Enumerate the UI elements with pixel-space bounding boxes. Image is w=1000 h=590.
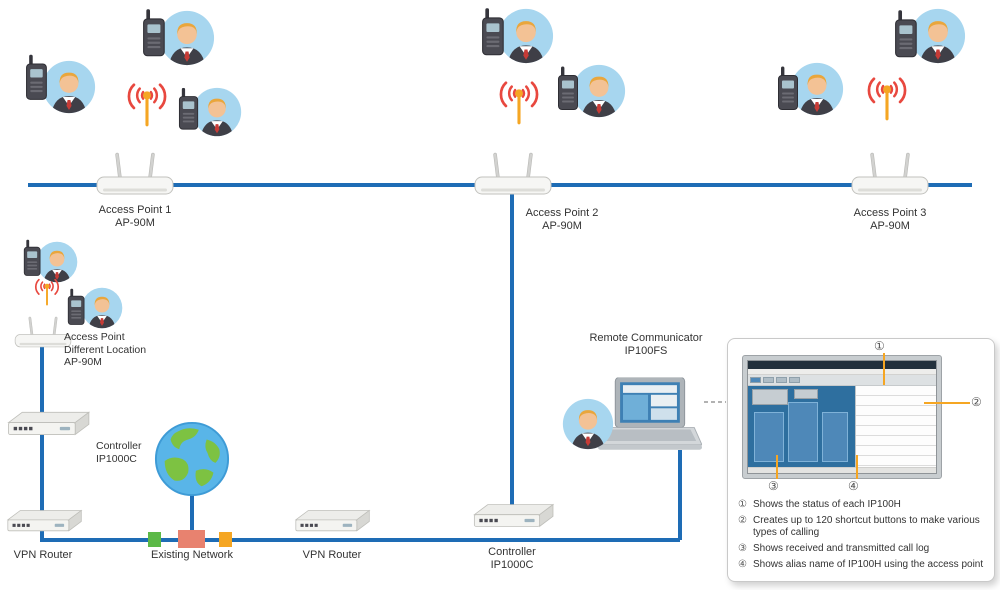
toolbar-chip [763, 377, 774, 383]
vpn-router-left-device-icon [0, 506, 86, 540]
toolbar-chip [776, 377, 787, 383]
vpn-router-mid-device-icon [288, 506, 374, 540]
node-model: IP100FS [624, 345, 668, 357]
callout-1-line [883, 353, 885, 385]
callout-4-line [856, 455, 858, 479]
node-name: Controller [96, 440, 142, 452]
wireless-signal-icon [29, 277, 65, 310]
handheld-radio-icon [142, 9, 168, 57]
person-avatar-icon [42, 60, 96, 114]
callout-2-line [924, 402, 970, 404]
legend-num: ④ [738, 559, 747, 570]
screenshot-log-area [855, 386, 936, 467]
node-name: Access Point 1 [98, 204, 172, 216]
controller-bottom-label: Controller IP1000C [469, 546, 555, 572]
screenshot-blue-box [754, 412, 784, 462]
node-name: Access Point [64, 331, 125, 343]
existing-network-green-port [148, 532, 161, 547]
node-model: IP1000C [490, 559, 534, 571]
callout-3-line [776, 455, 778, 479]
ip100fs-info-panel: ① ② ③ ④ ① Shows the status of each IP100… [727, 338, 995, 582]
wireless-signal-icon [118, 80, 176, 134]
legend-text: Shows received and transmitted call log [753, 543, 930, 554]
internet-globe-icon [153, 420, 231, 498]
callout-3: ③ [768, 479, 779, 493]
screenshot-status-area [748, 386, 856, 467]
person-avatar-icon [81, 287, 123, 329]
access-point-2-device-icon [468, 152, 558, 198]
access-point-remote-label: Access Point Different Location AP-90M [64, 331, 164, 369]
legend-num: ③ [738, 543, 747, 554]
toolbar-chip [789, 377, 800, 383]
controller-left-device-icon [0, 408, 94, 444]
node-name: VPN Router [302, 549, 362, 561]
software-screenshot [742, 355, 942, 479]
callout-4: ④ [848, 479, 859, 493]
legend-item: ③ Shows received and transmitted call lo… [738, 543, 990, 555]
legend-item: ① Shows the status of each IP100H [738, 499, 990, 511]
screenshot-screen [747, 360, 937, 474]
handheld-radio-icon [481, 8, 507, 56]
node-name: Access Point 2 [525, 207, 599, 219]
node-model: AP-90M [870, 220, 910, 232]
vpn-router-left-label: VPN Router [0, 549, 86, 562]
legend-text: Creates up to 120 shortcut buttons to ma… [753, 515, 980, 538]
existing-network-salmon-port [178, 530, 205, 548]
node-name: Access Point 3 [853, 207, 927, 219]
node-name: Remote Communicator [589, 332, 703, 344]
existing-network-label: Existing Network [134, 549, 250, 562]
handheld-radio-icon [894, 10, 920, 58]
access-point-3-device-icon [845, 152, 935, 198]
handheld-radio-icon [178, 87, 201, 131]
screenshot-menubar [748, 369, 936, 375]
screenshot-gray-box [794, 389, 818, 399]
access-point-1-device-icon [90, 152, 180, 198]
handheld-radio-icon [23, 239, 43, 277]
node-model: AP-90M [64, 356, 102, 368]
access-point-1-label: Access Point 1 AP-90M [73, 204, 197, 230]
screenshot-statusbar [748, 467, 936, 473]
remote-communicator-label: Remote Communicator IP100FS [578, 332, 714, 358]
legend-num: ① [738, 499, 747, 510]
existing-network-orange-port [219, 532, 232, 547]
screenshot-body [748, 386, 936, 467]
screenshot-blue-box [822, 412, 848, 462]
toolbar-chip [750, 377, 761, 383]
legend-num: ② [738, 515, 747, 526]
screenshot-blue-box [788, 402, 818, 462]
node-name: Controller [488, 546, 536, 558]
access-point-3-label: Access Point 3 AP-90M [828, 207, 952, 233]
controller-left-label: Controller IP1000C [96, 440, 166, 465]
person-avatar-icon [562, 398, 614, 450]
legend-text: Shows the status of each IP100H [753, 499, 901, 510]
handheld-radio-icon [25, 54, 50, 101]
legend-item: ④ Shows alias name of IP100H using the a… [738, 559, 990, 571]
node-name: VPN Router [13, 549, 73, 561]
node-model: IP1000C [96, 452, 137, 465]
wireless-signal-icon [490, 78, 548, 132]
screenshot-titlebar [748, 361, 936, 369]
access-point-2-label: Access Point 2 AP-90M [500, 207, 624, 233]
callout-1: ① [874, 339, 885, 353]
screenshot-toolbar [748, 375, 936, 386]
controller-bottom-device-icon [466, 500, 558, 536]
wireless-signal-icon [858, 74, 916, 128]
callout-2: ② [971, 395, 982, 409]
node-model: AP-90M [115, 217, 155, 229]
handheld-radio-icon [557, 66, 581, 111]
screenshot-gray-box [752, 389, 788, 405]
handheld-radio-icon [777, 66, 801, 111]
node-name: Existing Network [151, 549, 233, 561]
node-location: Different Location [64, 343, 147, 356]
legend-text: Shows alias name of IP100H using the acc… [753, 559, 984, 570]
vpn-router-mid-label: VPN Router [289, 549, 375, 562]
legend-item: ② Creates up to 120 shortcut buttons to … [738, 515, 990, 539]
legend: ① Shows the status of each IP100H ② Crea… [738, 499, 990, 575]
node-model: AP-90M [542, 220, 582, 232]
